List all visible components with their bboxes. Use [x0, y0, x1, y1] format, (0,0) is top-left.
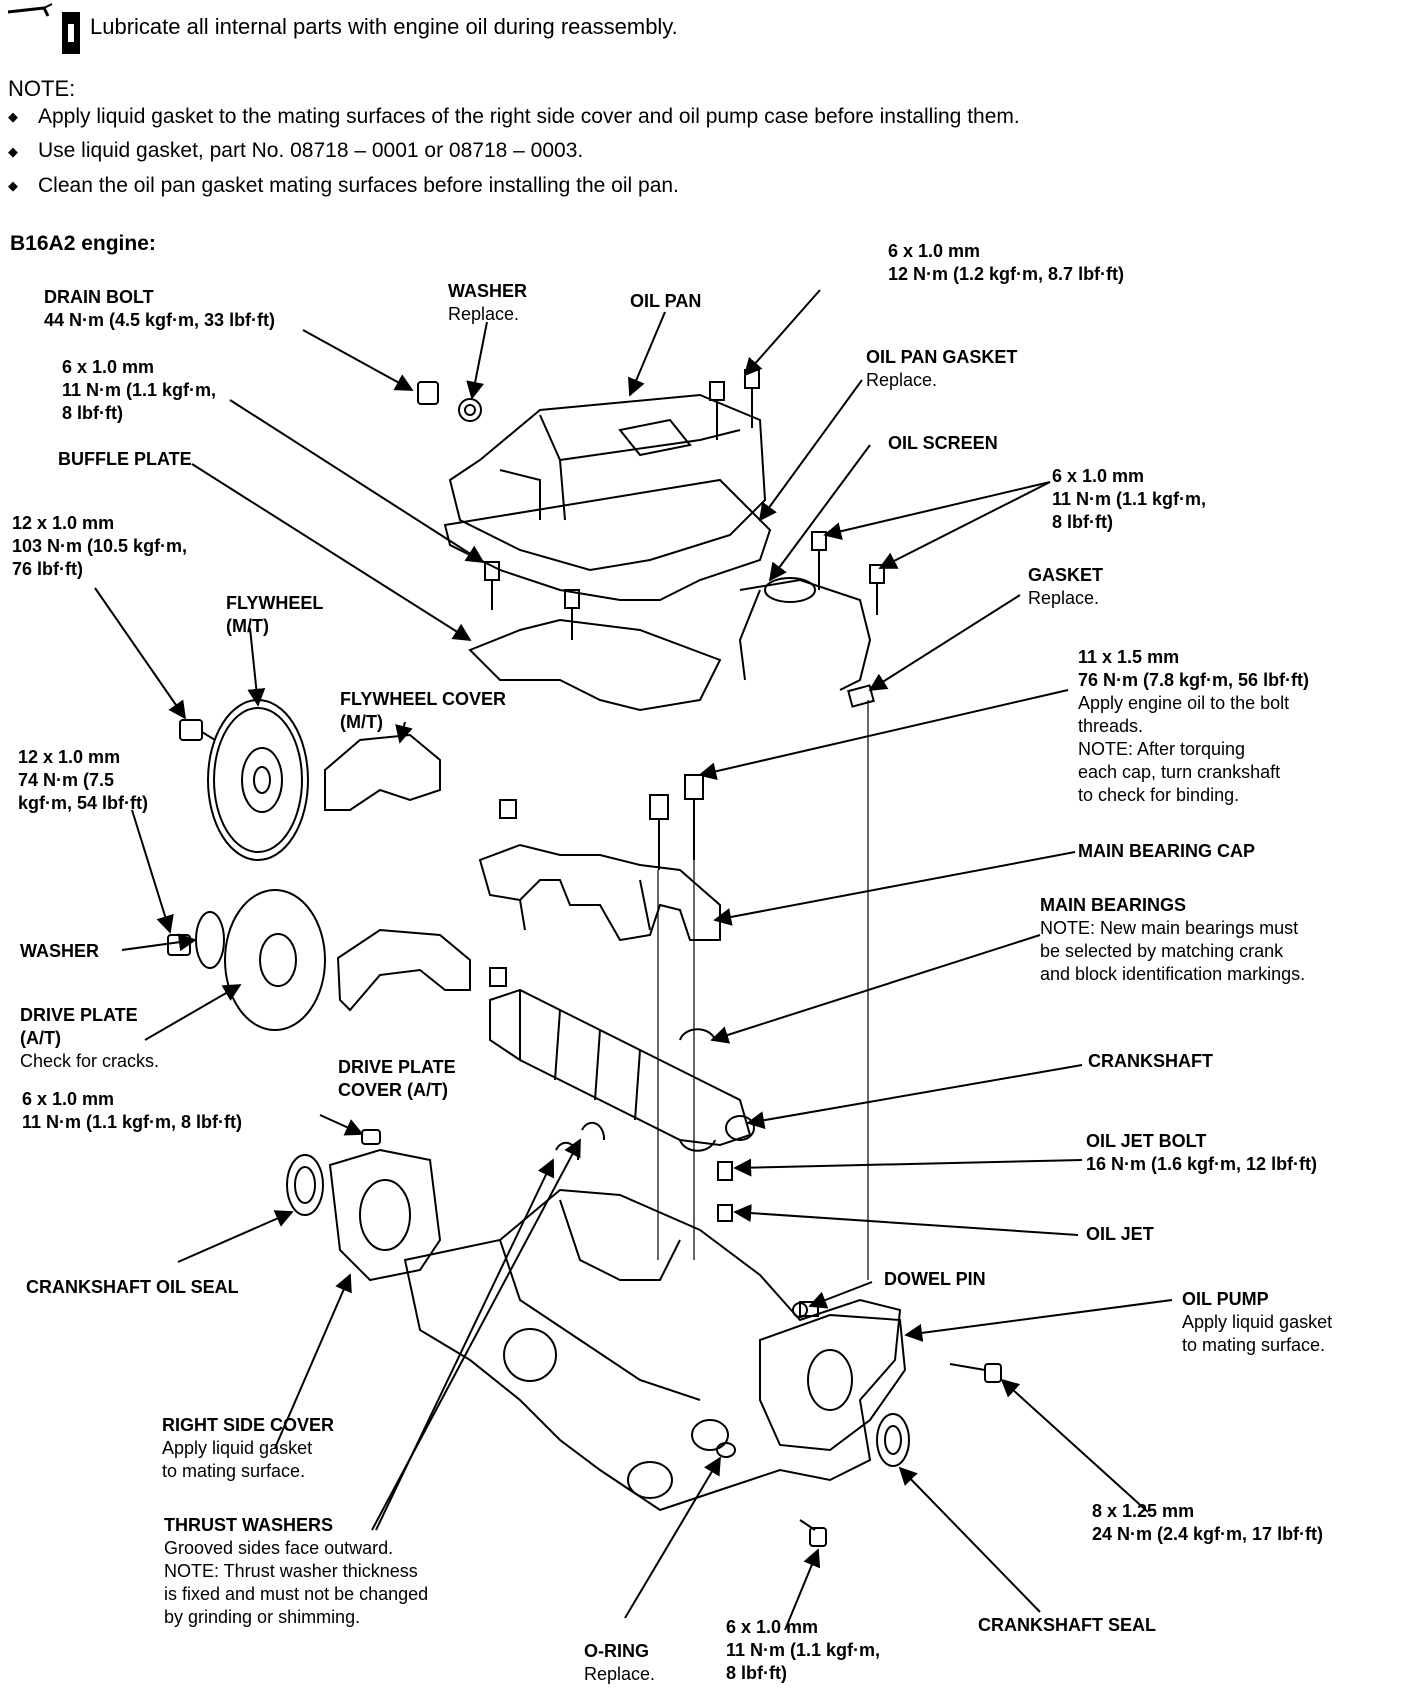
alignment-lines: [657, 700, 869, 1280]
thrust-washers-label: THRUST WASHERS Grooved sides face outwar…: [164, 1515, 429, 1627]
leader-arrows: [94, 289, 1173, 1631]
main-bearing-drawing: [679, 1139, 716, 1152]
drive-plate-cover-drawing: [336, 928, 471, 1012]
oil-pump-label: OIL PUMP Apply liquid gasket to mating s…: [1182, 1289, 1333, 1355]
main-bearings-label: MAIN BEARINGS NOTE: New main bearings mu…: [1040, 895, 1306, 984]
bolt-drive-plate-label: 12 x 1.0 mm 74 N·m (7.5 kgf·m, 54 lbf·ft…: [18, 747, 148, 813]
crankshaft-drawing: [489, 988, 755, 1147]
main-bearing-caps-drawing: [478, 843, 721, 942]
main-bearing-cap-label: MAIN BEARING CAP: [1078, 841, 1256, 861]
buffle-plate-label: BUFFLE PLATE: [58, 449, 192, 469]
flywheel-cover-drawing: [324, 733, 441, 811]
dowel-pin-label: DOWEL PIN: [884, 1269, 986, 1289]
bolt-top-right-label: 6 x 1.0 mm 12 N·m (1.2 kgf·m, 8.7 lbf·ft…: [888, 241, 1125, 284]
gasket-drawing: [847, 684, 875, 708]
note-item: Use liquid gasket, part No. 08718 – 0001…: [8, 134, 1020, 168]
drive-plate-label: DRIVE PLATE (A/T) Check for cracks.: [20, 1005, 160, 1071]
oil-pan-gasket-label: OIL PAN GASKET Replace.: [866, 347, 1018, 390]
oil-screen-label: OIL SCREEN: [888, 433, 998, 453]
right-side-cover-drawing: [328, 1148, 442, 1282]
oil-pan-gasket-drawing: [443, 478, 772, 601]
bolt-oil-screen-label: 6 x 1.0 mm 11 N·m (1.1 kgf·m, 8 lbf·ft): [1052, 466, 1207, 532]
instruction-text: Lubricate all internal parts with engine…: [90, 14, 678, 39]
bolt-flywheel-label: 12 x 1.0 mm 103 N·m (10.5 kgf·m, 76 lbf·…: [12, 513, 188, 579]
washer-drawing: [195, 911, 225, 969]
flywheel-drawing: [207, 699, 309, 861]
bolt-drawings: [167, 369, 1002, 1547]
thrust-washer-drawing: [581, 1121, 606, 1141]
oil-pan-drawing: [448, 393, 767, 572]
crankshaft-oil-seal-drawing: [286, 1154, 324, 1216]
crankshaft-oil-seal-label: CRANKSHAFT OIL SEAL: [26, 1277, 239, 1297]
washer-left-label: WASHER: [20, 941, 100, 961]
note-item: Apply liquid gasket to the mating surfac…: [8, 100, 1020, 134]
washer-top-label: WASHER Replace.: [448, 281, 528, 324]
crankshaft-seal-label: CRANKSHAFT SEAL: [978, 1615, 1156, 1635]
bolt-oil-pump-label: 8 x 1.25 mm 24 N·m (2.4 kgf·m, 17 lbf·ft…: [1092, 1501, 1324, 1544]
bolt-left-1-label: 6 x 1.0 mm 11 N·m (1.1 kgf·m, 8 lbf·ft): [62, 357, 217, 423]
right-side-cover-label: RIGHT SIDE COVER Apply liquid gasket to …: [162, 1415, 335, 1481]
bolt-bottom-label: 6 x 1.0 mm 11 N·m (1.1 kgf·m, 8 lbf·ft): [726, 1617, 881, 1683]
note-title: NOTE:: [8, 76, 76, 101]
flywheel-label: FLYWHEEL (M/T): [226, 593, 324, 636]
flywheel-cover-label: FLYWHEEL COVER (M/T): [340, 689, 507, 732]
note-list: Apply liquid gasket to the mating surfac…: [8, 100, 1020, 203]
baffle-plate-drawing: [468, 618, 722, 712]
o-ring-drawing: [716, 1442, 736, 1458]
engine-block-drawing: [403, 1188, 902, 1512]
engine-label: B16A2 engine:: [10, 232, 156, 255]
bolt-side-cover-label: 6 x 1.0 mm 11 N·m (1.1 kgf·m, 8 lbf·ft): [22, 1089, 243, 1132]
o-ring-label: O-RING Replace.: [584, 1641, 656, 1684]
oil-pan-label: OIL PAN: [630, 291, 702, 311]
oil-screen-drawing: [738, 577, 872, 691]
gasket-label: GASKET Replace.: [1028, 565, 1104, 608]
drive-plate-drawing: [224, 889, 326, 1031]
crankshaft-label: CRANKSHAFT: [1088, 1051, 1213, 1071]
crankshaft-seal-drawing: [876, 1413, 910, 1467]
main-bearing-drawing: [679, 1028, 716, 1041]
oil-jet-bolt-label: OIL JET BOLT 16 N·m (1.6 kgf·m, 12 lbf·f…: [1086, 1131, 1318, 1174]
oil-jet-label: OIL JET: [1086, 1224, 1154, 1244]
drain-bolt-label: DRAIN BOLT 44 N·m (4.5 kgf·m, 33 lbf·ft): [44, 287, 276, 330]
oil-can-icon: [7, 3, 80, 54]
drive-plate-cover-label: DRIVE PLATE COVER (A/T): [338, 1057, 456, 1100]
note-item: Clean the oil pan gasket mating surfaces…: [8, 169, 1020, 203]
dowel-pin-drawing: [792, 1302, 808, 1318]
oil-pump-drawing: [759, 1313, 907, 1452]
bolt-main-cap-label: 11 x 1.5 mm 76 N·m (7.8 kgf·m, 56 lbf·ft…: [1078, 647, 1310, 805]
